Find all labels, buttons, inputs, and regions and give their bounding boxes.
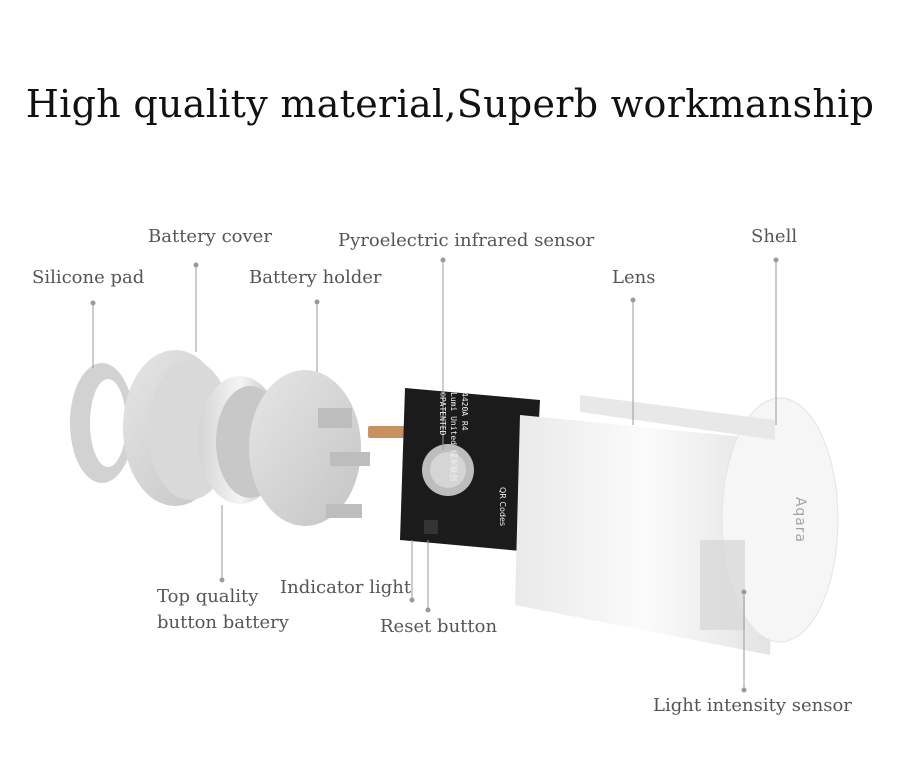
pcb-line2: Lumi United 绿米联创 bbox=[449, 392, 458, 482]
label-battery-cover: Battery cover bbox=[148, 226, 272, 247]
battery-holder-part bbox=[249, 370, 412, 526]
label-battery-line2: button battery bbox=[157, 612, 289, 633]
label-pir-sensor: Pyroelectric infrared sensor bbox=[338, 230, 595, 251]
label-battery-line1: Top quality bbox=[157, 586, 259, 607]
silicone-pad-part bbox=[70, 363, 134, 483]
leader-lines bbox=[90, 257, 779, 693]
label-battery-holder: Battery holder bbox=[249, 267, 382, 288]
label-reset-button: Reset button bbox=[380, 616, 498, 637]
pcb-line1: 4420A R4 bbox=[460, 392, 469, 431]
brand-logo: Aqara bbox=[792, 497, 808, 544]
pcb-line3: ©PATENTED bbox=[438, 392, 447, 436]
pcb-qr-label: QR Codes bbox=[498, 487, 507, 527]
shell-part bbox=[515, 395, 839, 655]
label-lens: Lens bbox=[612, 267, 656, 288]
label-silicone-pad: Silicone pad bbox=[32, 267, 145, 288]
label-light-sensor: Light intensity sensor bbox=[653, 695, 852, 716]
circuit-board-part bbox=[400, 388, 540, 552]
label-shell: Shell bbox=[751, 226, 798, 247]
label-indicator-light: Indicator light bbox=[280, 577, 412, 598]
pcb-print: 4420A R4 Lumi United 绿米联创 ©PATENTED bbox=[437, 392, 470, 482]
page-title: High quality material,Superb workmanship bbox=[25, 82, 875, 126]
